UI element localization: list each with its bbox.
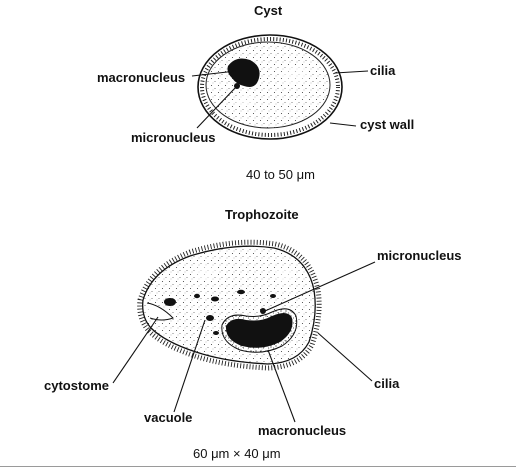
cyst-vacuole bbox=[235, 93, 255, 107]
trophozoite-cilia-label: cilia bbox=[374, 376, 400, 391]
trophozoite-macronucleus-core bbox=[225, 312, 293, 348]
trophozoite-title: Trophozoite bbox=[225, 207, 299, 222]
trophozoite-vacuole bbox=[164, 298, 176, 306]
trophozoite-vacuole bbox=[206, 315, 214, 321]
trophozoite-micronucleus bbox=[260, 308, 266, 314]
trophozoite-vacuole-label: vacuole bbox=[144, 410, 193, 425]
cyst-size-label: 40 to 50 μm bbox=[246, 167, 315, 182]
trophozoite-macronucleus-label: macronucleus bbox=[258, 423, 347, 438]
cyst-macronucleus-label: macronucleus bbox=[97, 70, 186, 85]
cyst-vacuole bbox=[281, 65, 309, 85]
trophozoite-vacuole bbox=[237, 289, 245, 295]
trophozoite-vacuole bbox=[213, 331, 219, 335]
trophozoite-vacuole bbox=[275, 267, 295, 283]
trophozoite-cilia bbox=[137, 239, 322, 371]
trophozoite-cytostome bbox=[146, 302, 174, 321]
cyst-title: Cyst bbox=[254, 3, 283, 18]
trophozoite-cytostome-label: cytostome bbox=[44, 378, 110, 393]
cyst-micronucleus-label: micronucleus bbox=[131, 130, 216, 145]
trophozoite-vacuole bbox=[211, 296, 219, 302]
bottom-rule bbox=[0, 466, 516, 467]
cyst-wall-outline bbox=[197, 34, 343, 140]
cyst-cilia-label: cilia bbox=[370, 63, 396, 78]
cyst-wall-label: cyst wall bbox=[360, 117, 415, 132]
cyst-wall-hatch bbox=[200, 37, 340, 137]
trophozoite-size-label: 60 μm × 40 μm bbox=[193, 446, 281, 461]
cyst-figure bbox=[191, 34, 369, 140]
trophozoite-vacuole bbox=[194, 293, 200, 299]
cyst-macronucleus bbox=[227, 58, 260, 87]
trophozoite-vacuole bbox=[270, 294, 276, 298]
trophozoite-figure bbox=[112, 239, 376, 423]
trophozoite-micronucleus-label: micronucleus bbox=[377, 248, 462, 263]
trophozoite-vacuole bbox=[194, 265, 216, 281]
cyst-body bbox=[205, 41, 331, 129]
